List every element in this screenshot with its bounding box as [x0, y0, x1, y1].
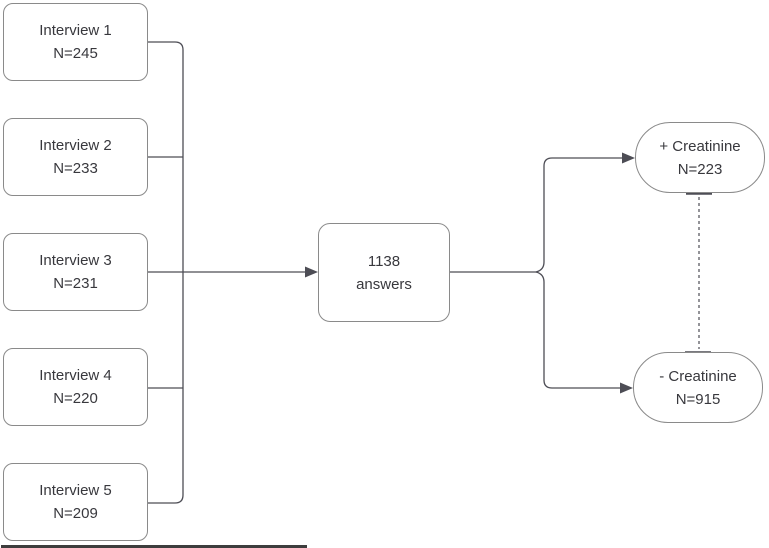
node-label: 1138 — [367, 252, 401, 270]
node-label: Interview 1 — [39, 22, 112, 39]
node-total-answers: 1138 answers — [318, 223, 450, 322]
node-count: N=245 — [53, 45, 98, 62]
node-interview-1: Interview 1 N=245 — [3, 3, 148, 81]
node-label: answers — [356, 275, 412, 293]
node-interview-5: Interview 5 N=209 — [3, 463, 148, 541]
arrowhead-answers — [305, 266, 318, 278]
arrowhead-negative — [620, 382, 633, 394]
node-label: Interview 5 — [39, 482, 112, 499]
node-count: N=231 — [53, 275, 98, 292]
node-count: N=209 — [53, 505, 98, 522]
node-label: Interview 2 — [39, 137, 112, 154]
node-interview-4: Interview 4 N=220 — [3, 348, 148, 426]
node-positive-creatinine: + Creatinine N=223 — [635, 122, 765, 193]
node-count: N=223 — [677, 160, 723, 178]
node-count: N=915 — [675, 390, 721, 408]
node-count: N=220 — [53, 390, 98, 407]
edge-branch-up — [535, 157, 623, 273]
node-interview-3: Interview 3 N=231 — [3, 233, 148, 311]
arrowhead-positive — [622, 152, 635, 164]
bottom-edge-artifact — [1, 545, 307, 548]
node-label: Interview 4 — [39, 367, 112, 384]
node-interview-2: Interview 2 N=233 — [3, 118, 148, 196]
node-negative-creatinine: - Creatinine N=915 — [633, 352, 763, 423]
node-label: + Creatinine — [659, 137, 741, 155]
node-label: Interview 3 — [39, 252, 112, 269]
edge-branch-down — [535, 271, 621, 389]
node-count: N=233 — [53, 160, 98, 177]
node-label: - Creatinine — [659, 367, 737, 385]
